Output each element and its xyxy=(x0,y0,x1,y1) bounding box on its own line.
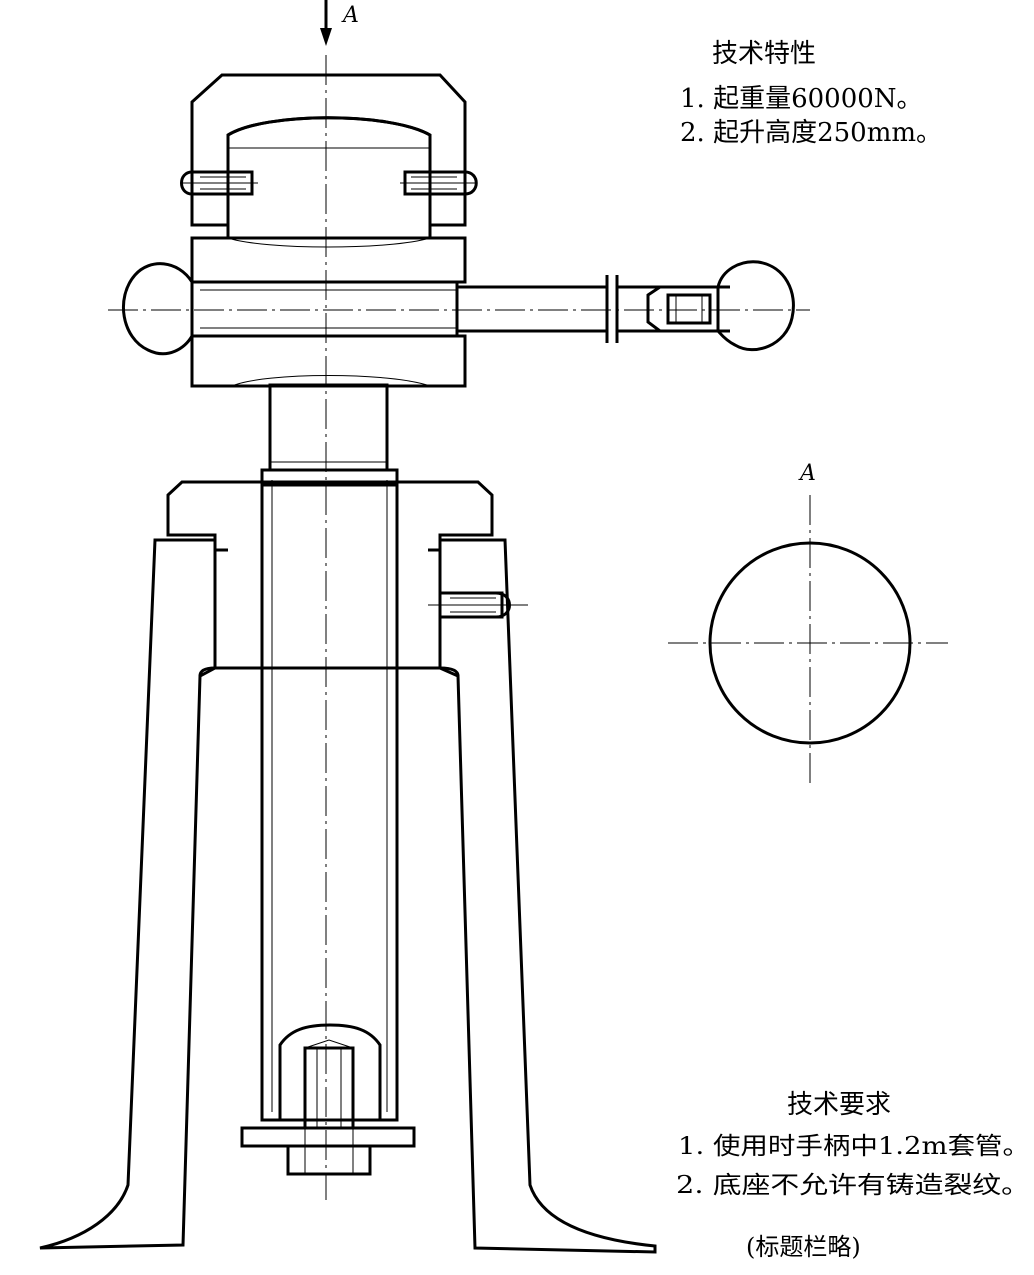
req-item: 2. 底座不允许有铸造裂纹。 xyxy=(676,1171,1030,1199)
view-arrow xyxy=(320,0,332,46)
cap-screw-left xyxy=(180,170,258,196)
view-label-top: A xyxy=(341,3,359,28)
base-body xyxy=(39,538,657,1254)
section-label: A xyxy=(798,461,816,486)
spec-item: 1. 起重量60000N。 xyxy=(680,84,923,114)
set-screw xyxy=(428,591,528,619)
req-title: 技术要求 xyxy=(787,1090,891,1120)
bolt-head xyxy=(286,1144,372,1176)
handle-ball-left xyxy=(121,262,194,356)
top-cap xyxy=(190,73,467,240)
handle-bar xyxy=(190,275,730,343)
section-a-view xyxy=(668,495,948,785)
washer xyxy=(240,1126,416,1148)
nut-bushing xyxy=(166,480,494,670)
end-plug xyxy=(278,1023,382,1130)
handle-ball-right xyxy=(716,260,795,352)
title-block-note: (标题栏略) xyxy=(746,1233,861,1261)
screw-shaft xyxy=(260,383,399,1122)
handle-head xyxy=(190,236,467,388)
spec-title: 技术特性 xyxy=(712,39,816,69)
cap-screw-right xyxy=(400,170,478,196)
req-item: 1. 使用时手柄中1.2m套管。 xyxy=(678,1132,1030,1160)
centerlines xyxy=(108,55,810,1200)
spec-item: 2. 起升高度250mm。 xyxy=(680,118,942,148)
